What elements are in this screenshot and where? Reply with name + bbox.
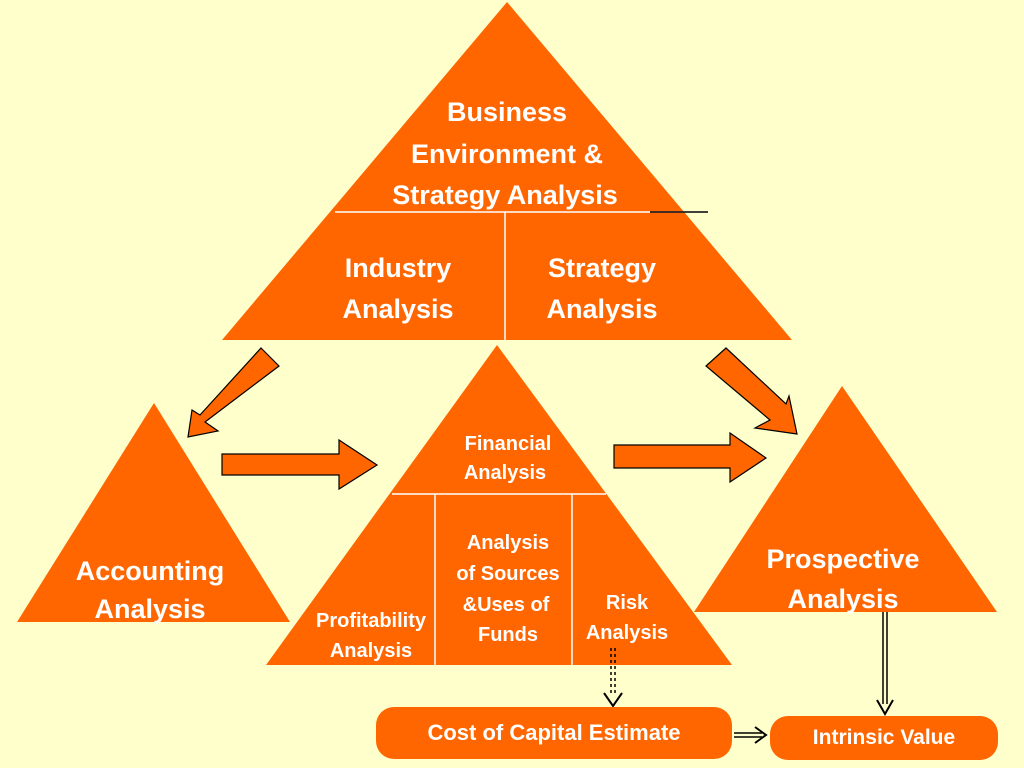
- arrow-to-financial: [221, 438, 379, 491]
- accounting-analysis-line-2: Analysis: [94, 594, 205, 624]
- intrinsic-value-label: Intrinsic Value: [812, 726, 956, 749]
- accounting-analysis-line-1: Accounting: [76, 556, 225, 586]
- prospective-triangle-shape: [694, 386, 997, 612]
- financial-analysis-line-1: Financial: [465, 433, 552, 455]
- prospective-triangle: Prospective Analysis: [694, 386, 997, 614]
- arrow-to-prospective: [705, 347, 798, 435]
- profitability-analysis-line-1: Profitability: [316, 610, 427, 632]
- accounting-triangle-shape: [17, 403, 290, 622]
- financial-pyramid-shape: [266, 345, 732, 665]
- strategy-analysis-line-1: Strategy: [548, 253, 656, 283]
- risk-analysis-line-1: Risk: [606, 592, 649, 614]
- arrow-to-accounting: [187, 347, 280, 438]
- strategy-analysis-line-2: Analysis: [546, 294, 657, 324]
- cost-of-capital-estimate-box: Cost of Capital Estimate: [376, 707, 732, 759]
- intrinsic-value-box: Intrinsic Value: [770, 716, 998, 760]
- cost-of-capital-label: Cost of Capital Estimate: [427, 720, 681, 745]
- top-pyramid-title-line-1: Business: [447, 97, 567, 127]
- risk-to-cost-connector: [603, 648, 623, 708]
- industry-analysis-line-2: Analysis: [342, 294, 453, 324]
- risk-analysis-line-2: Analysis: [586, 622, 668, 644]
- financial-analysis-line-2: Analysis: [464, 462, 546, 484]
- arrow-to-prospective-horizontal: [613, 431, 768, 484]
- top-pyramid-title-line-2: Environment &: [411, 139, 603, 169]
- cost-to-value-connector: [734, 726, 768, 744]
- prospective-analysis-line-2: Analysis: [787, 584, 898, 614]
- sources-uses-line-3: &Uses of: [463, 594, 550, 616]
- prospective-to-value-connector: [876, 612, 894, 717]
- profitability-analysis-line-2: Analysis: [330, 640, 412, 662]
- prospective-analysis-line-1: Prospective: [766, 544, 919, 574]
- top-pyramid: Business Environment & Strategy Analysis…: [222, 2, 792, 340]
- sources-uses-line-2: of Sources: [456, 563, 559, 585]
- industry-analysis-line-1: Industry: [345, 253, 452, 283]
- financial-pyramid: Financial Analysis Profitability Analysi…: [266, 345, 732, 665]
- top-pyramid-shape: [222, 2, 792, 340]
- top-pyramid-title-line-3: Strategy Analysis: [392, 180, 618, 210]
- accounting-triangle: Accounting Analysis: [17, 403, 290, 624]
- sources-uses-line-4: Funds: [478, 624, 538, 646]
- sources-uses-line-1: Analysis: [467, 532, 549, 554]
